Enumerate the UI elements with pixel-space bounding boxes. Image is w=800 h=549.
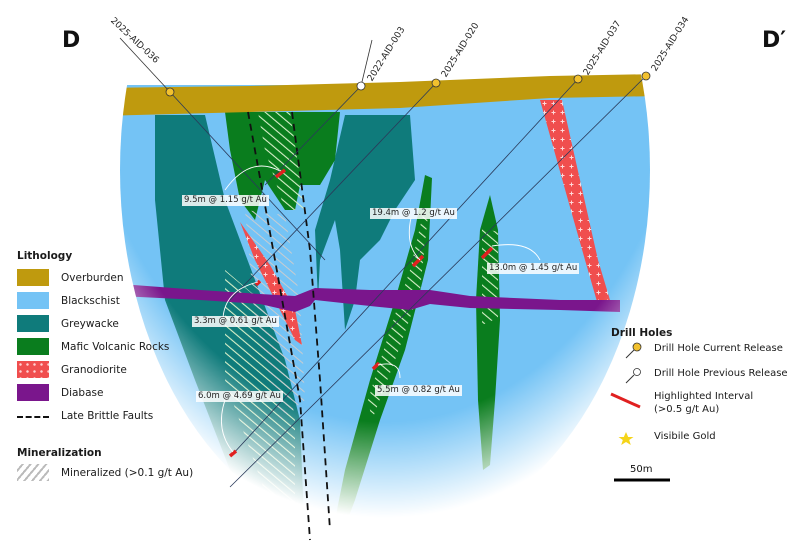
legend-item-overburden: Overburden bbox=[17, 266, 169, 289]
legend-item-blackschist: Blackschist bbox=[17, 289, 169, 312]
legend-label: Visibile Gold bbox=[654, 431, 716, 442]
drill-hole-previous-icon[interactable] bbox=[356, 81, 366, 91]
interval-label: 19.4m @ 1.2 g/t Au bbox=[370, 208, 457, 219]
overburden-swatch bbox=[17, 269, 49, 286]
geology-body bbox=[100, 74, 660, 545]
mafic-volcanic-swatch bbox=[17, 338, 49, 355]
legend-label: Blackschist bbox=[61, 294, 120, 307]
drill-hole-current-icon[interactable] bbox=[165, 87, 175, 97]
legend-label: Granodiorite bbox=[61, 363, 127, 376]
highlighted-interval-icon[interactable] bbox=[480, 246, 494, 260]
legend-label: Diabase bbox=[61, 386, 104, 399]
section-end-label: D′ bbox=[762, 28, 787, 53]
section-start-label: D bbox=[62, 28, 81, 53]
highlighted-interval-icon bbox=[610, 392, 641, 409]
mineralization-legend-title: Mineralization bbox=[17, 447, 102, 459]
drill-hole-020-trace[interactable] bbox=[229, 82, 437, 301]
visible-gold-star-icon bbox=[618, 432, 634, 445]
legend-label: Drill Hole Previous Release bbox=[654, 368, 788, 379]
drill-holes-legend: Drill Holes Drill Hole Current Release D… bbox=[611, 327, 788, 442]
blackschist-swatch bbox=[17, 292, 49, 309]
highlighted-interval-icon[interactable] bbox=[254, 279, 262, 287]
legend-item-faults: Late Brittle Faults bbox=[17, 404, 169, 427]
mineralization-legend: Mineralization Mineralized (>0.1 g/t Au) bbox=[17, 447, 193, 484]
drill-hole-traces bbox=[119, 37, 647, 488]
drill-hole-036-collar-line bbox=[119, 37, 171, 93]
diabase-swatch bbox=[17, 384, 49, 401]
legend-label: Drill Hole Current Release bbox=[654, 343, 783, 354]
legend-graphics bbox=[610, 342, 670, 482]
late-brittle-fault bbox=[291, 111, 331, 531]
highlighted-interval-icon[interactable] bbox=[228, 449, 238, 458]
drill-holes-legend-title: Drill Holes bbox=[611, 327, 673, 339]
drill-hole-034-trace[interactable] bbox=[229, 75, 647, 488]
interval-label: 5.5m @ 0.82 g/t Au bbox=[375, 385, 462, 396]
legend-previous-collar-stem bbox=[625, 374, 635, 384]
legend-label: Highlighted Interval bbox=[654, 391, 754, 402]
legend-item-diabase: Diabase bbox=[17, 381, 169, 404]
drill-hole-current-icon[interactable] bbox=[431, 78, 441, 88]
highlighted-interval-icon[interactable] bbox=[274, 168, 287, 179]
drill-hole-037-trace[interactable] bbox=[231, 78, 579, 456]
drill-hole-current-icon[interactable] bbox=[573, 74, 583, 84]
fault-line-swatch bbox=[17, 415, 49, 418]
legend-current-collar-stem bbox=[625, 349, 635, 359]
drill-hole-003-trace[interactable] bbox=[264, 85, 362, 186]
diabase-dyke bbox=[120, 284, 620, 312]
legend-item-mafic-volcanic: Mafic Volcanic Rocks bbox=[17, 335, 169, 358]
drill-hole-current-icon[interactable] bbox=[641, 71, 651, 81]
drill-hole-previous-icon bbox=[633, 368, 641, 376]
mineralized-zone-center bbox=[368, 210, 428, 420]
highlighted-interval-icon[interactable] bbox=[411, 254, 425, 268]
late-brittle-fault bbox=[247, 111, 311, 541]
highlighted-interval-icon[interactable] bbox=[371, 361, 381, 371]
granodiorite-unit-right bbox=[540, 100, 610, 305]
legend-label: Mafic Volcanic Rocks bbox=[61, 340, 170, 353]
overburden-layer bbox=[100, 74, 660, 116]
legend-label: (>0.5 g/t Au) bbox=[654, 404, 720, 415]
label-leaders bbox=[220, 165, 541, 453]
drill-hole-003-collar-line bbox=[360, 39, 373, 87]
granodiorite-swatch bbox=[17, 361, 49, 378]
legend-label: Late Brittle Faults bbox=[61, 409, 154, 422]
greywacke-swatch bbox=[17, 315, 49, 332]
lithology-legend-title: Lithology bbox=[17, 250, 73, 262]
lithology-legend: Lithology Overburden Blackschist Greywac… bbox=[17, 250, 169, 427]
legend-label: Mineralized (>0.1 g/t Au) bbox=[61, 466, 194, 479]
legend-label: Overburden bbox=[61, 271, 124, 284]
mineralized-zone-top bbox=[258, 112, 305, 210]
granodiorite-unit-left bbox=[240, 222, 302, 345]
legend-item-greywacke: Greywacke bbox=[17, 312, 169, 335]
legend-label: Greywacke bbox=[61, 317, 119, 330]
interval-label: 9.5m @ 1.15 g/t Au bbox=[182, 195, 269, 206]
drill-hole-current-icon bbox=[632, 342, 642, 352]
interval-label: 13.0m @ 1.45 g/t Au bbox=[487, 263, 580, 274]
scale-bar-label: 50m bbox=[630, 464, 653, 475]
interval-label: 6.0m @ 4.69 g/t Au bbox=[196, 391, 283, 402]
mineralized-zone-right bbox=[482, 228, 498, 325]
drill-hole-036-trace[interactable] bbox=[169, 91, 326, 261]
legend-item-granodiorite: Granodiorite bbox=[17, 358, 169, 381]
legend-item-mineralized: Mineralized (>0.1 g/t Au) bbox=[17, 461, 193, 484]
mineralized-hatch-swatch bbox=[17, 464, 49, 481]
interval-label: 3.3m @ 0.61 g/t Au bbox=[192, 316, 279, 327]
greywacke-unit-center bbox=[315, 115, 415, 330]
highlighted-intervals bbox=[228, 168, 494, 458]
